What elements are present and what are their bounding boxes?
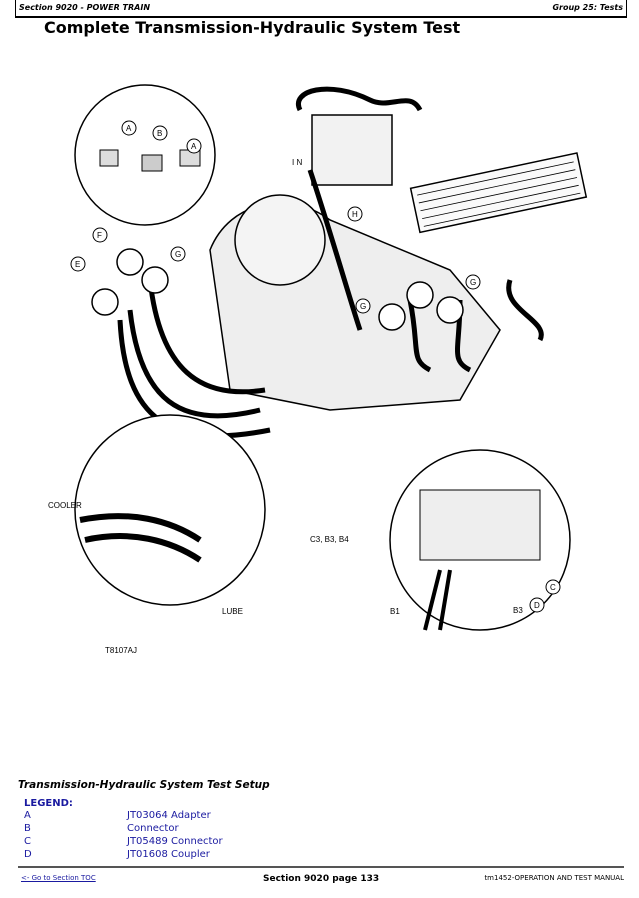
svg-text:E: E: [75, 260, 80, 269]
section-toc-link[interactable]: <- Go to Section TOC: [21, 874, 96, 882]
label-c: C: [550, 583, 556, 592]
pump-flange: [234, 194, 326, 286]
label-c3-b3-b4: C3, B3, B4: [310, 535, 349, 544]
transmission-hydraulic-diagram: A B A I N F E G H G G COOLER LUBE C3, B3…: [48, 84, 588, 655]
legend-key: B: [24, 823, 31, 834]
svg-text:F: F: [97, 231, 102, 240]
gauge-e: E: [70, 256, 119, 316]
gauge-f: F: [92, 227, 144, 276]
gauge-g: G: [436, 274, 481, 324]
fitting-a1: [99, 120, 137, 167]
fittings-detail-circle: [74, 84, 216, 226]
legend-key: D: [24, 849, 32, 860]
legend-desc: JT03064 Adapter: [127, 810, 211, 821]
label-a: A: [191, 142, 197, 151]
label-cooler: COOLER: [48, 501, 82, 510]
gauge-g: G: [141, 246, 186, 294]
label-a: A: [126, 124, 132, 133]
legend-item: C JT05489 Connector: [24, 836, 223, 849]
legend-desc: JT05489 Connector: [127, 836, 223, 847]
svg-text:H: H: [352, 210, 358, 219]
section-label: Section 9020 - POWER TRAIN: [19, 3, 151, 12]
legend-desc: Connector: [127, 823, 179, 834]
gauge-g: G: [355, 298, 406, 331]
fitting-b: [141, 125, 168, 172]
legend-item: B Connector: [24, 823, 223, 836]
page-footer: <- Go to Section TOC Section 9020 page 1…: [18, 866, 624, 884]
svg-text:G: G: [470, 278, 476, 287]
fitting-a2: [179, 138, 202, 167]
legend-item: D JT01608 Coupler: [24, 849, 223, 862]
legend-key: C: [24, 836, 31, 847]
page-header: Section 9020 - POWER TRAIN Group 25: Tes…: [15, 0, 627, 18]
legend: LEGEND: A JT03064 Adapter B Connector C JT0…: [24, 798, 223, 862]
label-b: B: [157, 129, 162, 138]
legend-item: A JT03064 Adapter: [24, 810, 223, 823]
svg-text:G: G: [360, 302, 366, 311]
label-lube: LUBE: [222, 607, 243, 616]
label-d: D: [534, 601, 540, 610]
page-title: Complete Transmission-Hydraulic System T…: [44, 18, 461, 37]
fitting-h: H: [347, 206, 363, 222]
hoses: [117, 86, 544, 439]
figure-id: T8107AJ: [105, 646, 137, 655]
legend-heading: LEGEND:: [24, 798, 73, 809]
control-valve: [311, 114, 393, 186]
gauge: [406, 281, 434, 309]
legend-desc: JT01608 Coupler: [127, 849, 210, 860]
label-b1: B1: [390, 607, 400, 616]
oil-cooler: [409, 152, 588, 234]
svg-text:G: G: [175, 250, 181, 259]
legend-key: A: [24, 810, 31, 821]
label-b3: B3: [513, 606, 523, 615]
page-number: Section 9020 page 133: [263, 874, 380, 884]
figure-caption: Transmission-Hydraulic System Test Setup: [18, 779, 270, 791]
label-in: I N: [292, 158, 302, 167]
group-label: Group 25: Tests: [552, 3, 623, 12]
manual-name: tm1452-OPERATION AND TEST MANUAL: [484, 874, 624, 882]
cooler-lube-detail-circle: [74, 414, 266, 606]
